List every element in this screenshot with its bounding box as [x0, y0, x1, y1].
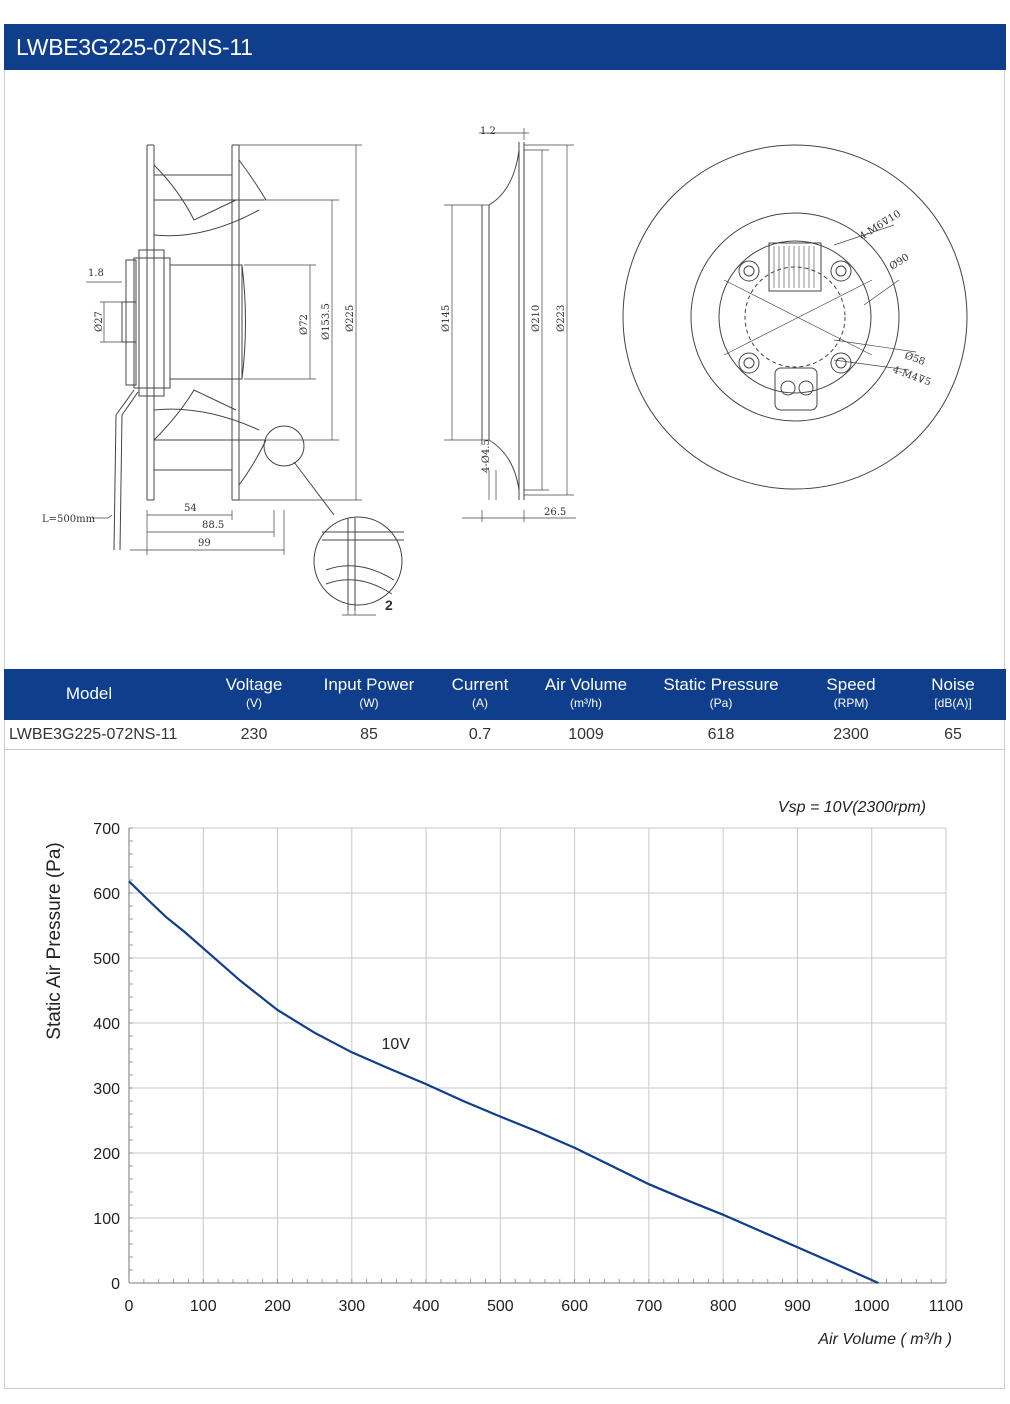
dim-d223: Ø223 — [556, 305, 567, 332]
cell-voltage: 230 — [240, 726, 268, 743]
front-view-drawing — [622, 144, 968, 490]
x-tick-label: 900 — [784, 1298, 811, 1315]
x-tick-label: 500 — [487, 1298, 514, 1315]
spec-table-row: LWBE3G225-072NS-11 230 85 0.7 1009 618 2… — [4, 720, 1006, 750]
cell-speed: 2300 — [833, 726, 869, 743]
x-tick-label: 200 — [264, 1298, 291, 1315]
x-tick-label: 0 — [125, 1298, 134, 1315]
y-tick-label: 200 — [93, 1146, 120, 1163]
cell-air-volume: 1009 — [568, 726, 604, 743]
dim-d72: Ø72 — [299, 314, 310, 335]
dim-88-5: 88.5 — [202, 520, 224, 531]
cell-noise: 65 — [944, 726, 962, 743]
y-tick-labels: 0 100 200 300 400 500 600 700 — [93, 821, 120, 1293]
y-tick-label: 300 — [93, 1081, 120, 1098]
page-title: LWBE3G225-072NS-11 — [16, 34, 253, 60]
x-tick-label: 400 — [413, 1298, 440, 1315]
chart-grid — [128, 827, 947, 1284]
col-model: Model — [65, 684, 113, 703]
cell-input-power: 85 — [360, 726, 378, 743]
dim-m4: 4-M4⊽5 — [891, 364, 932, 388]
dim-d90: Ø90 — [888, 252, 912, 272]
dim-99: 99 — [198, 538, 211, 549]
section-view-drawing — [444, 128, 576, 522]
dim-d153: Ø153.5 — [321, 303, 332, 340]
dim-1-8: 1.8 — [88, 268, 104, 279]
col-air-volume: Air Volume (m³/h) — [544, 675, 628, 710]
cell-current: 0.7 — [468, 726, 492, 743]
y-tick-label: 700 — [93, 821, 120, 838]
col-voltage: Voltage (V) — [225, 675, 283, 710]
performance-chart: 0 100 200 300 400 500 600 700 800 900 1000 1100 0 10… — [44, 799, 964, 1348]
dim-d210: Ø210 — [531, 305, 542, 332]
x-tick-label: 1100 — [929, 1298, 964, 1315]
y-tick-label: 100 — [93, 1211, 120, 1228]
x-tick-label: 800 — [710, 1298, 737, 1315]
col-static-pressure: Static Pressure (Pa) — [663, 675, 779, 710]
y-tick-label: 400 — [93, 1016, 120, 1033]
dim-26-5: 26.5 — [544, 507, 566, 518]
col-noise: Noise [dB(A)] — [931, 675, 975, 710]
dim-d145: Ø145 — [441, 305, 452, 332]
col-speed: Speed (RPM) — [826, 675, 876, 710]
y-tick-label: 0 — [111, 1276, 120, 1293]
col-current: Current (A) — [451, 675, 509, 710]
technical-drawing: 1.8 Ø27 Ø72 Ø153.5 Ø225 54 88.5 99 L=500… — [42, 126, 968, 616]
chart-minor-ticks — [128, 827, 947, 1284]
detail-label: 2 — [385, 597, 393, 613]
dim-54: 54 — [184, 503, 197, 514]
cell-static-pressure: 618 — [707, 726, 735, 743]
y-axis-title: Static Air Pressure (Pa) — [44, 842, 65, 1039]
side-view-drawing — [86, 144, 404, 616]
y-tick-label: 600 — [93, 886, 120, 903]
title-bar: LWBE3G225-072NS-11 — [4, 24, 1006, 70]
x-tick-labels: 0 100 200 300 400 500 600 700 800 900 1000 1100 — [125, 1298, 964, 1315]
x-tick-label: 100 — [190, 1298, 217, 1315]
x-axis-title: Air Volume ( m³/h ) — [817, 1331, 952, 1348]
series-line-10v — [128, 880, 879, 1285]
series-label-10v: 10V — [382, 1036, 411, 1053]
x-tick-label: 700 — [636, 1298, 663, 1315]
cell-model: LWBE3G225-072NS-11 — [9, 726, 178, 743]
dim-holes: 4-Ø4.5 — [481, 439, 492, 473]
x-tick-label: 300 — [338, 1298, 365, 1315]
x-tick-label: 1000 — [854, 1298, 890, 1315]
spec-table-header: Model Voltage (V) Input Power (W) Curren… — [4, 669, 1006, 720]
dim-d225: Ø225 — [345, 305, 356, 332]
dim-d27: Ø27 — [94, 311, 105, 332]
dim-d58: Ø58 — [903, 350, 926, 367]
col-input-power: Input Power (W) — [323, 675, 415, 710]
y-tick-label: 500 — [93, 951, 120, 968]
dim-1-2: 1.2 — [480, 126, 496, 137]
chart-annotation: Vsp = 10V(2300rpm) — [778, 799, 926, 816]
x-tick-label: 600 — [561, 1298, 588, 1315]
dim-m6: 4-M6⊽10 — [858, 209, 903, 243]
dim-cable-length: L=500mm — [42, 514, 96, 525]
